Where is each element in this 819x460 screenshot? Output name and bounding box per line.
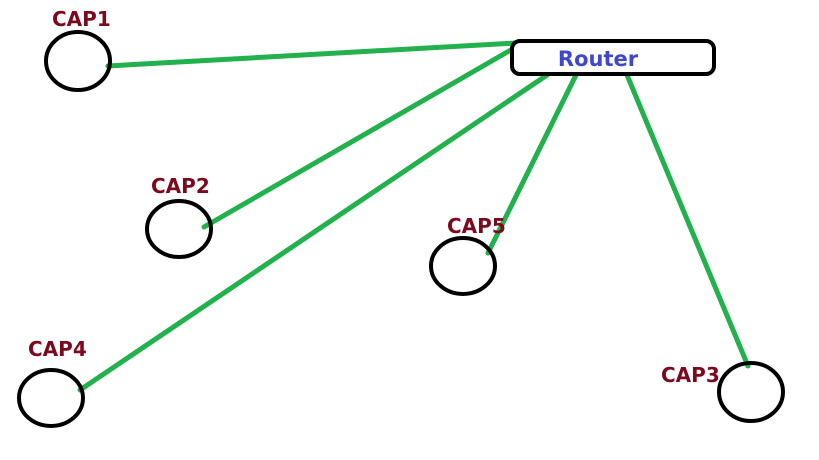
node-cap1-circle: [44, 30, 112, 92]
node-cap3-circle: [717, 361, 785, 423]
link-router-cap3: [624, 72, 751, 369]
router: Router: [510, 39, 716, 76]
router-label: Router: [558, 47, 639, 71]
node-cap5: CAP5: [429, 214, 506, 296]
node-cap2-circle: [145, 199, 213, 259]
node-cap5-label: CAP5: [447, 214, 506, 238]
router-box: [510, 39, 716, 76]
node-cap2: CAP2: [145, 174, 213, 259]
node-cap1-label: CAP1: [52, 7, 111, 31]
node-cap4-label: CAP4: [28, 337, 87, 361]
link-router-cap4: [77, 70, 553, 393]
link-router-cap2: [201, 44, 519, 230]
link-router-cap5: [485, 72, 579, 256]
node-cap3-label: CAP3: [661, 363, 720, 387]
node-cap3: CAP3: [661, 361, 785, 423]
node-cap2-label: CAP2: [151, 174, 210, 198]
node-cap1: CAP1: [44, 7, 112, 92]
connection-lines: [77, 40, 751, 393]
link-router-cap1: [105, 40, 519, 69]
node-cap4-circle: [17, 368, 85, 428]
node-cap5-circle: [429, 236, 497, 296]
node-cap4: CAP4: [17, 337, 87, 428]
